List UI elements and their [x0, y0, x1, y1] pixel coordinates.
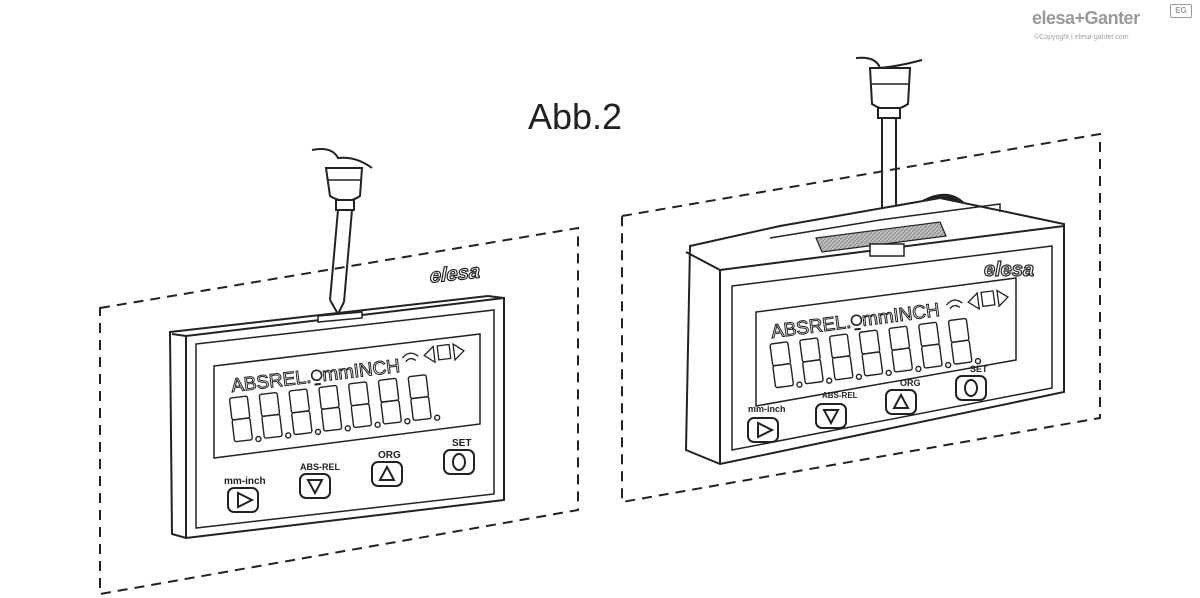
right-panel-outline	[621, 132, 1101, 504]
right-device-logo: elesa	[984, 259, 1034, 281]
up-triangle-icon	[378, 464, 396, 481]
up-triangle-icon	[892, 392, 910, 409]
brand-logo: elesa+Ganter EG ©Copyright | elesa-gante…	[1032, 4, 1192, 48]
svg-text:ORG: ORG	[900, 378, 921, 388]
brand-name: elesa+Ganter	[1032, 8, 1140, 28]
down-triangle-icon	[822, 409, 840, 426]
svg-text:SET: SET	[452, 438, 471, 449]
brand-badge: EG	[1170, 4, 1192, 18]
left-digits	[228, 374, 441, 443]
left-assembly: elesa ABSREL.⍜mmINCH	[99, 148, 579, 596]
svg-text:SET: SET	[970, 364, 988, 374]
right-button-org: ORG	[885, 378, 921, 415]
svg-text:mm-inch: mm-inch	[748, 404, 786, 414]
left-device: elesa ABSREL.⍜mmINCH	[168, 260, 505, 540]
left-panel-outline	[99, 226, 579, 596]
left-button-set: SET	[443, 438, 475, 475]
down-triangle-icon	[306, 479, 324, 496]
right-device: elesa ABSREL.⍜mmINCH	[684, 196, 1065, 466]
svg-text:ORG: ORG	[378, 450, 401, 461]
right-status-icons	[945, 289, 1009, 311]
play-icon	[757, 421, 775, 439]
left-button-org: ORG	[371, 450, 403, 487]
play-icon	[237, 491, 255, 509]
right-assembly: elesa ABSREL.⍜mmINCH	[621, 56, 1101, 504]
left-button-mm-inch: mm-inch	[224, 476, 266, 513]
left-status-icons	[401, 342, 465, 364]
svg-text:mm-inch: mm-inch	[224, 476, 266, 487]
svg-text:ABS-REL: ABS-REL	[822, 391, 858, 400]
right-button-abs-rel: ABS-REL	[815, 391, 858, 429]
left-screwdriver	[311, 148, 373, 317]
right-button-mm-inch: mm-inch	[747, 404, 786, 443]
right-button-set: SET	[955, 364, 988, 401]
circle-icon	[452, 453, 466, 471]
left-device-logo: elesa	[430, 261, 480, 288]
circle-icon	[964, 379, 978, 397]
svg-text:ABS-REL: ABS-REL	[300, 462, 341, 472]
brand-copyright: ©Copyright | elesa-ganter.com	[1034, 34, 1129, 41]
left-button-abs-rel: ABS-REL	[299, 462, 341, 499]
figure-title: Abb.2	[528, 96, 623, 137]
right-digits	[769, 317, 982, 389]
right-screwdriver	[855, 56, 923, 222]
